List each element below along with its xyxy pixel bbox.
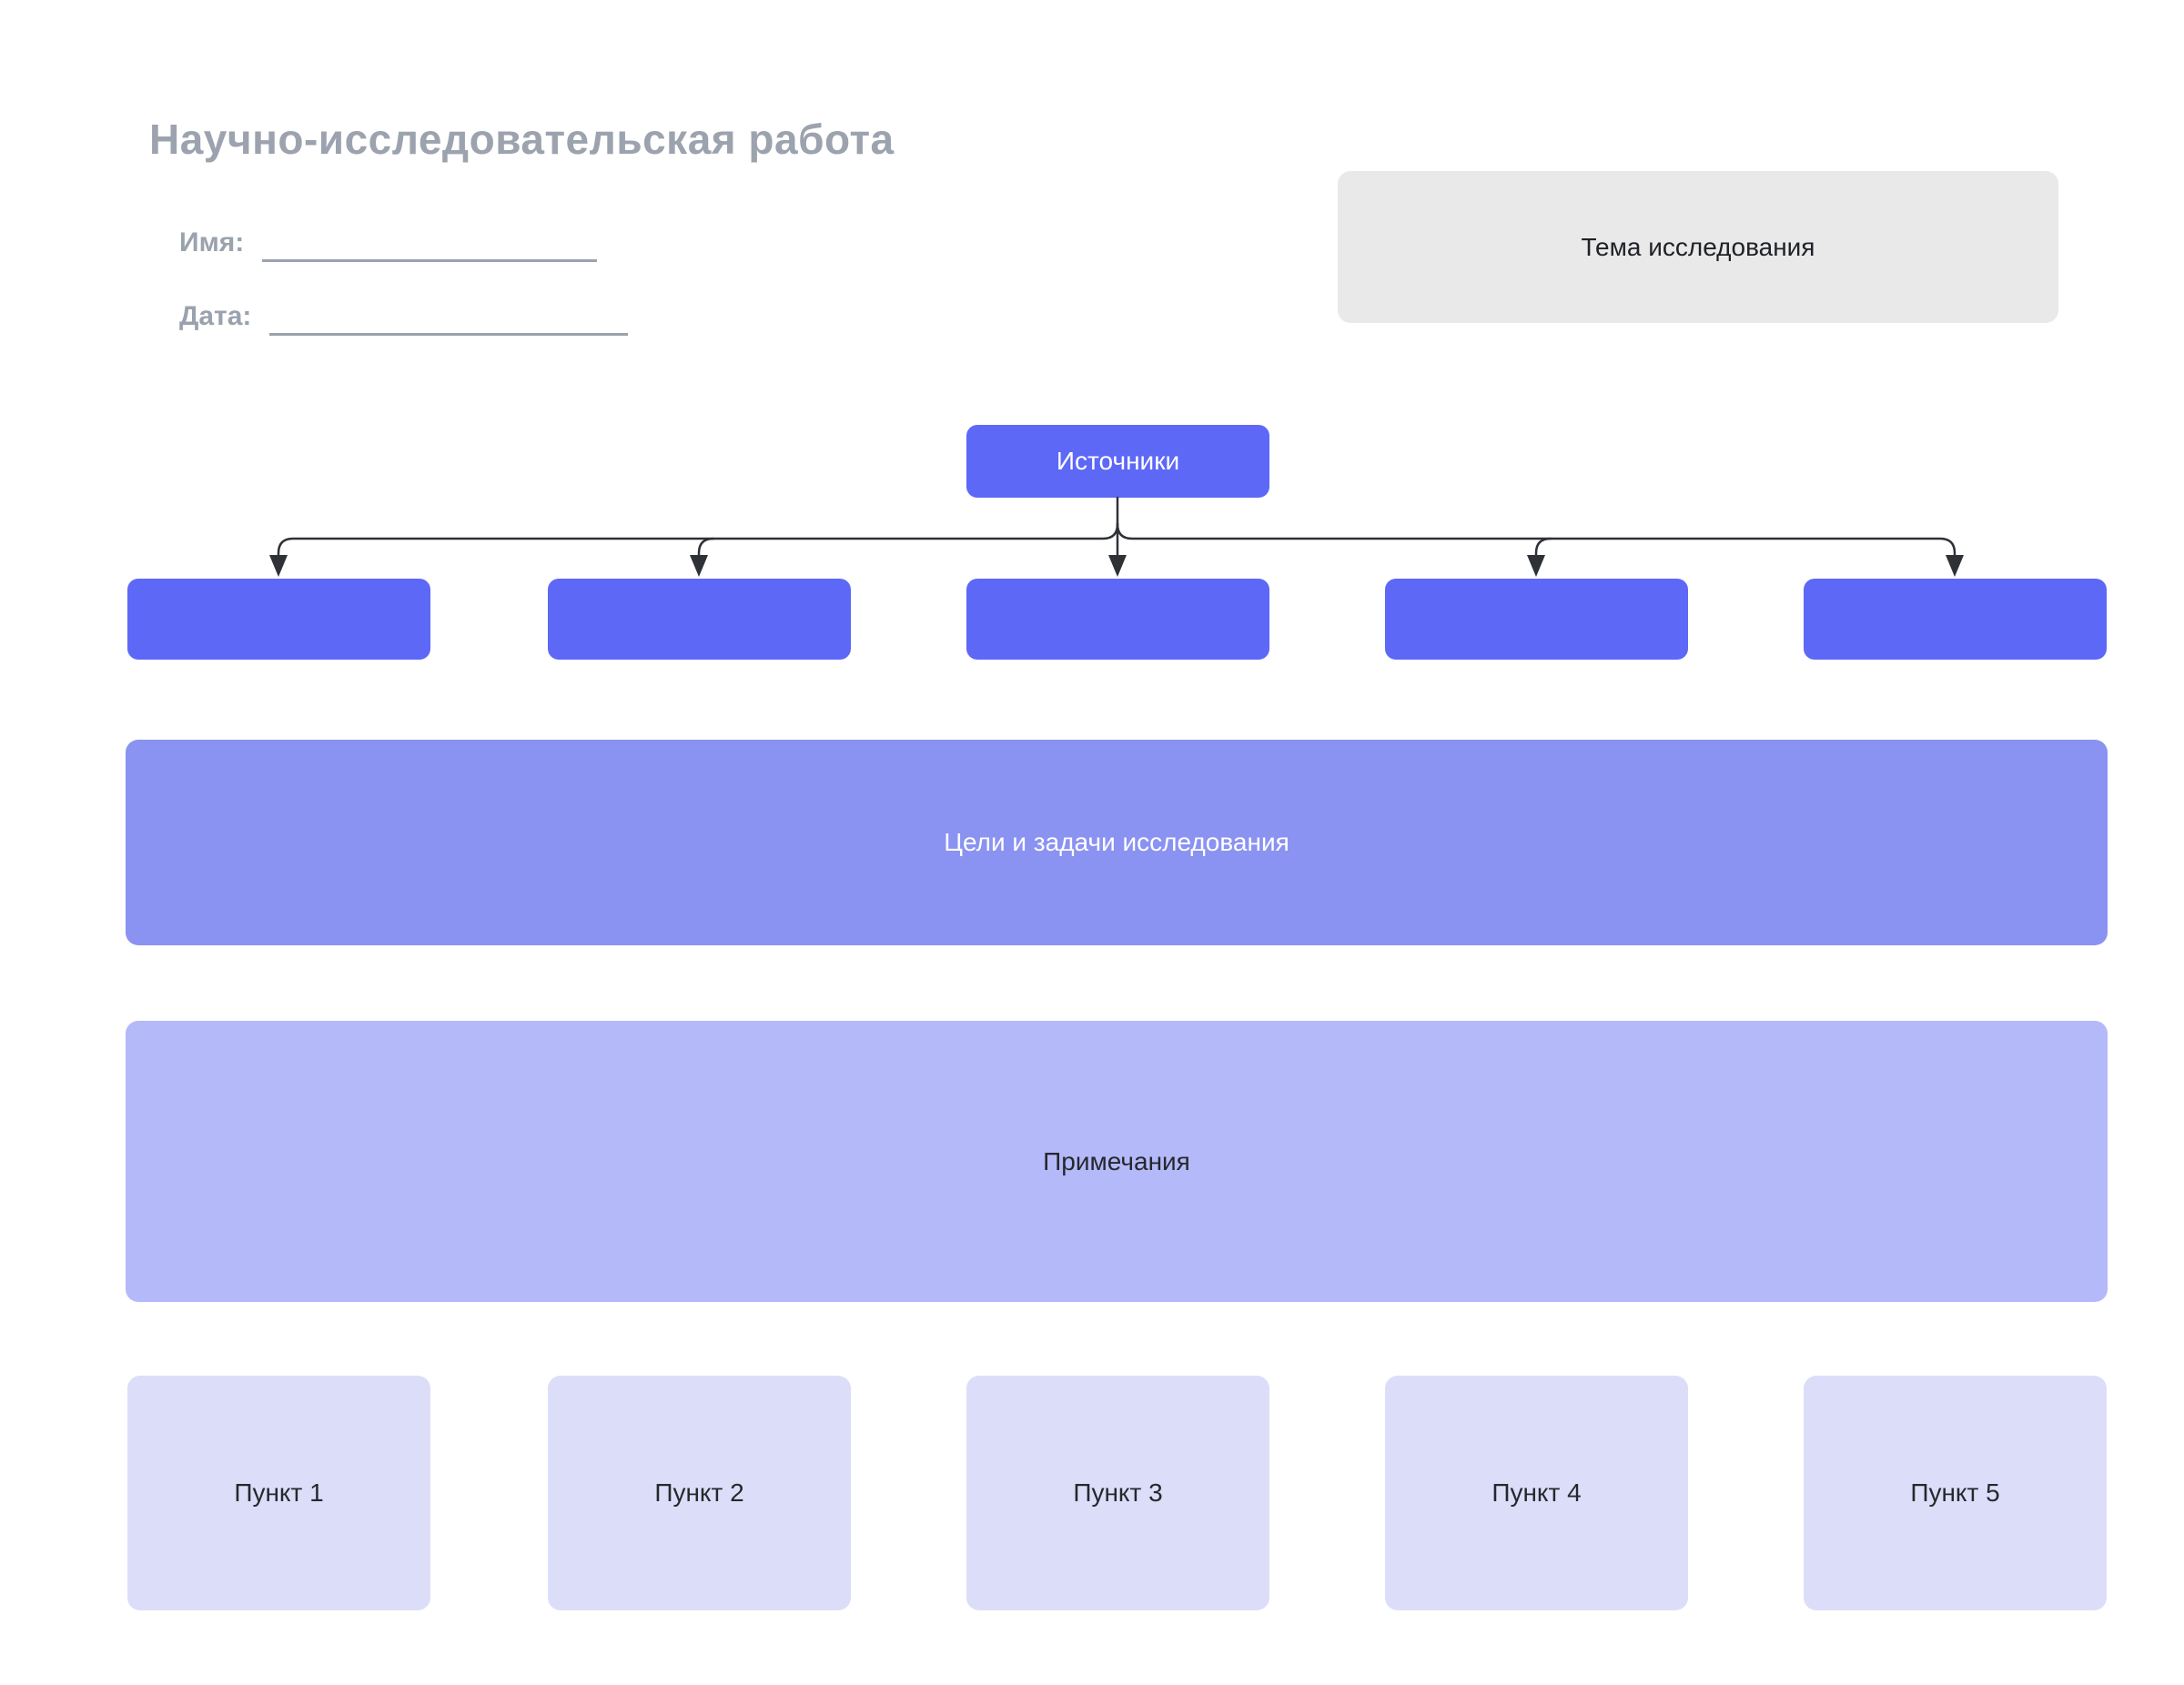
name-field-row: Имя: xyxy=(179,224,598,262)
goals-box[interactable]: Цели и задачи исследования xyxy=(126,740,2108,945)
item-box-4-label: Пункт 4 xyxy=(1491,1478,1582,1507)
connector-branch-2 xyxy=(697,537,715,558)
name-input-line[interactable] xyxy=(262,227,598,262)
connector-right-run xyxy=(1116,522,1956,558)
sources-root-label: Источники xyxy=(1056,447,1180,475)
source-child-box-1[interactable] xyxy=(127,579,430,660)
arrowhead-5 xyxy=(1946,555,1964,577)
notes-box[interactable]: Примечания xyxy=(126,1021,2108,1302)
item-box-3-label: Пункт 3 xyxy=(1073,1478,1163,1507)
item-box-5[interactable]: Пункт 5 xyxy=(1804,1376,2107,1610)
notes-box-label: Примечания xyxy=(1043,1146,1190,1175)
item-box-2[interactable]: Пункт 2 xyxy=(548,1376,851,1610)
source-child-box-2[interactable] xyxy=(548,579,851,660)
date-label: Дата: xyxy=(179,301,252,331)
topic-box-label: Тема исследования xyxy=(1581,232,1815,261)
item-box-4[interactable]: Пункт 4 xyxy=(1385,1376,1688,1610)
item-box-1[interactable]: Пункт 1 xyxy=(127,1376,430,1610)
arrowhead-3 xyxy=(1108,555,1127,577)
connector-left-run xyxy=(277,522,1119,558)
source-child-box-4[interactable] xyxy=(1385,579,1688,660)
item-box-1-label: Пункт 1 xyxy=(234,1478,324,1507)
page-title: Научно-исследовательская работа xyxy=(149,116,895,163)
arrowhead-1 xyxy=(269,555,288,577)
item-box-5-label: Пункт 5 xyxy=(1910,1478,2000,1507)
source-child-box-5[interactable] xyxy=(1804,579,2107,660)
sources-root-box[interactable]: Источники xyxy=(966,425,1269,498)
name-label: Имя: xyxy=(179,227,245,257)
date-field-row: Дата: xyxy=(179,298,629,336)
arrowhead-4 xyxy=(1527,555,1545,577)
date-input-line[interactable] xyxy=(269,300,629,336)
source-child-box-3[interactable] xyxy=(966,579,1269,660)
goals-box-label: Цели и задачи исследования xyxy=(944,828,1289,856)
topic-box[interactable]: Тема исследования xyxy=(1338,171,2058,323)
connector-branch-4 xyxy=(1534,537,1552,558)
item-box-3[interactable]: Пункт 3 xyxy=(966,1376,1269,1610)
arrowhead-2 xyxy=(690,555,708,577)
item-box-2-label: Пункт 2 xyxy=(654,1478,744,1507)
